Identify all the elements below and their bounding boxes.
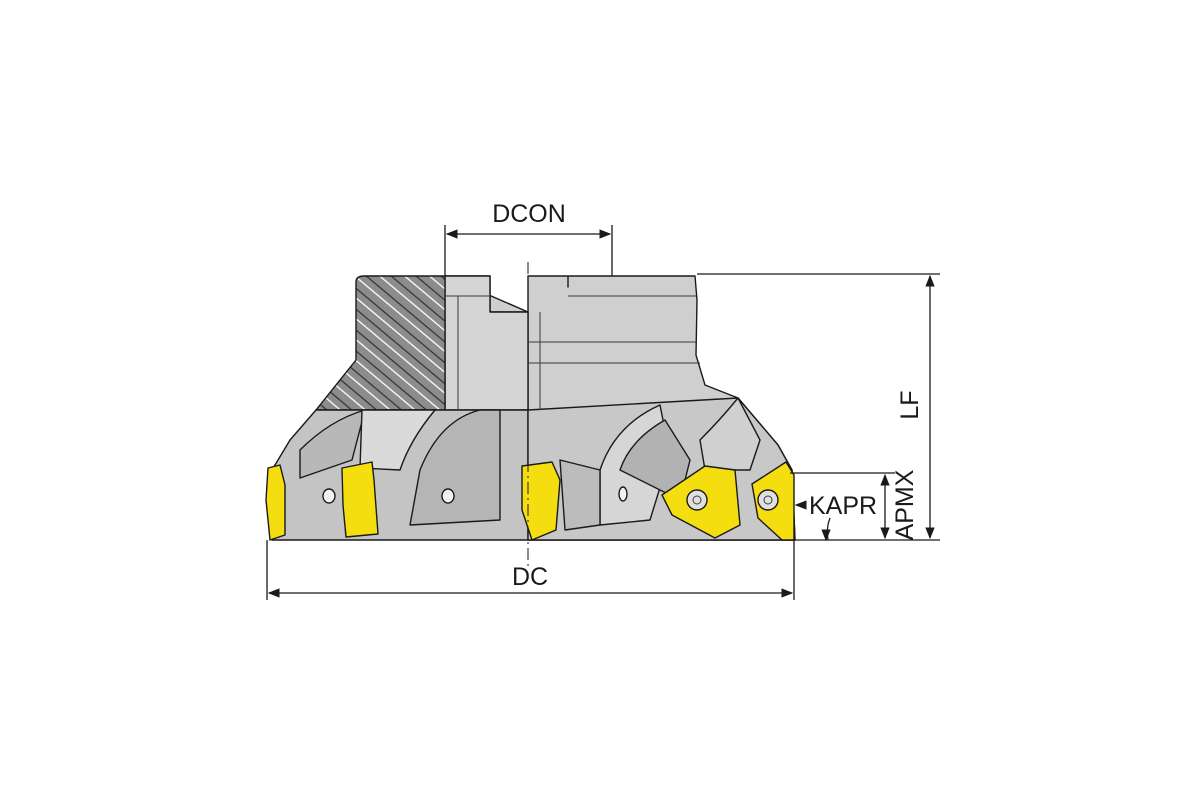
- kapr-label: KAPR: [809, 492, 877, 520]
- inserts: [265, 461, 795, 541]
- lf-label: LF: [896, 390, 924, 419]
- dc-label: DC: [512, 563, 548, 591]
- dcon-label: DCON: [492, 200, 566, 228]
- section-hatch: [315, 275, 446, 411]
- dimension-apmx: APMX: [790, 469, 919, 540]
- dimension-dcon: DCON: [444, 200, 613, 276]
- dimension-dc: DC: [266, 540, 795, 600]
- insert-far-left: [265, 464, 286, 541]
- insert-screw-icon: [757, 489, 779, 511]
- insert-center: [521, 461, 561, 541]
- dimension-kapr: KAPR: [794, 492, 877, 542]
- insert-screw-icon: [686, 489, 708, 511]
- insert-left: [341, 461, 379, 538]
- apmx-label: APMX: [891, 469, 919, 540]
- dimension-lf: LF: [697, 273, 940, 541]
